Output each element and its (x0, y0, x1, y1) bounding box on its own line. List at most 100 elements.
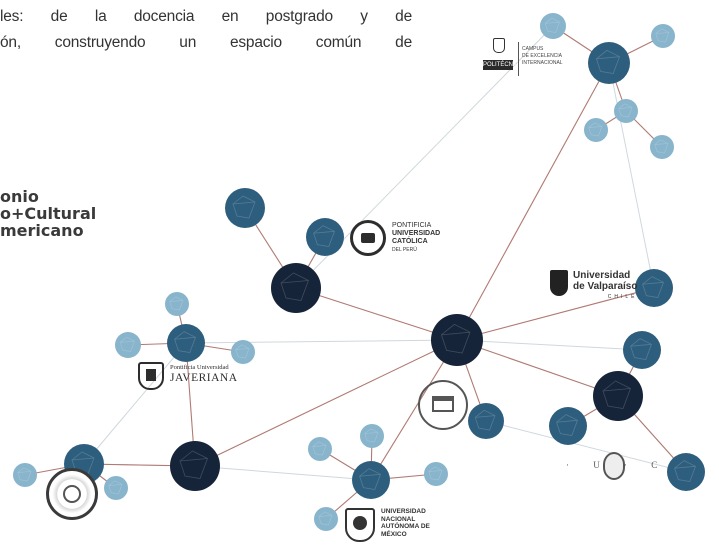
network-node-mid (225, 188, 265, 228)
network-node-light (650, 135, 674, 159)
unam-line-3: AUTÓNOMA DE (381, 523, 430, 530)
node-texture (108, 480, 123, 495)
network-node-mid (623, 331, 661, 369)
network-title-line-1: onio (0, 187, 39, 206)
node-circle (170, 441, 220, 491)
node-circle (593, 371, 643, 421)
javeriana-line-2: JAVERIANA (170, 372, 238, 384)
network-node-light (308, 437, 332, 461)
node-texture (440, 323, 471, 354)
node-circle (225, 188, 265, 228)
node-circle (468, 403, 504, 439)
node-texture (359, 468, 382, 490)
unam-wordmark: UNIVERSIDAD NACIONAL AUTÓNOMA DE MÉXICO (381, 508, 430, 538)
network-node-light (314, 507, 338, 531)
unam-logo: UNIVERSIDAD NACIONAL AUTÓNOMA DE MÉXICO (343, 504, 453, 550)
pucp-seal-icon (350, 220, 386, 256)
node-circle (431, 314, 483, 366)
network-node-light (115, 332, 141, 358)
unam-line-1: UNIVERSIDAD (381, 508, 426, 515)
pucp-logo: PONTIFICIA UNIVERSIDAD CATÓLICA DEL PERÚ (348, 216, 458, 260)
politecnica-crest-icon (493, 38, 505, 53)
network-node-light (231, 340, 255, 364)
valparaiso-crest-icon (550, 270, 568, 296)
network-node-mid (549, 407, 587, 445)
node-circle (13, 463, 37, 487)
node-circle (588, 42, 630, 84)
politecnica-name-badge: POLITÉCNICA (483, 60, 523, 70)
network-title-line-2: o+Cultural (0, 204, 97, 223)
javeriana-wordmark: Pontificia Universidad JAVERIANA (170, 364, 238, 384)
uc-logo: · U · C · (566, 452, 685, 482)
node-texture (595, 49, 621, 74)
unam-line-4: MÉXICO (381, 530, 407, 538)
node-circle (614, 99, 638, 123)
node-texture (313, 225, 336, 247)
node-texture (630, 338, 653, 360)
network-title-line-3: mericano (0, 221, 84, 240)
network-node-mid (588, 42, 630, 84)
edge-link (194, 339, 458, 467)
uc-letters: · U · C · (566, 460, 696, 470)
network-node-dark (593, 371, 643, 421)
edge-link (456, 339, 619, 397)
valparaiso-logo: Universidad de Valparaíso CHILE (548, 268, 658, 302)
intro-line-2: ón, construyendo un espacio común de (0, 34, 412, 51)
network-node-light (614, 99, 638, 123)
node-texture (602, 380, 632, 409)
uc-crest-icon (603, 452, 625, 480)
node-texture (179, 450, 209, 479)
node-circle (306, 218, 344, 256)
valparaiso-line-3: CHILE (607, 294, 638, 300)
pucp-line-1: PONTIFICIA (392, 222, 432, 229)
javeriana-logo: Pontificia Universidad JAVERIANA (136, 360, 246, 396)
node-texture (474, 409, 496, 431)
bottom-left-seal-logo (46, 468, 98, 520)
network-node-dark (431, 314, 483, 366)
node-circle (424, 462, 448, 486)
node-texture (544, 17, 561, 33)
node-texture (312, 441, 327, 456)
politecnica-tagline-1: CAMPUS (522, 46, 544, 52)
network-nodes (13, 13, 705, 531)
node-texture (588, 122, 603, 137)
seal-emblem-icon (63, 485, 81, 503)
network-node-mid (306, 218, 344, 256)
network-node-light (165, 292, 189, 316)
node-texture (169, 296, 184, 311)
node-texture (556, 414, 579, 436)
network-node-light (540, 13, 566, 39)
building-icon (432, 396, 454, 412)
valparaiso-line-2: de Valparaíso (573, 281, 638, 292)
pucp-line-3: CATÓLICA (392, 238, 428, 245)
node-circle (651, 24, 675, 48)
network-node-light (13, 463, 37, 487)
politecnica-name: POLITÉCNICA (483, 62, 524, 68)
node-circle (104, 476, 128, 500)
node-circle (549, 407, 587, 445)
intro-line-1: les: de la docencia en postgrado y de (0, 8, 412, 25)
network-node-mid (635, 269, 673, 307)
politecnica-tagline-3: INTERNACIONAL (522, 60, 563, 66)
edge-link (456, 287, 655, 341)
node-circle (167, 324, 205, 362)
network-node-light (424, 462, 448, 486)
network-node-light (360, 424, 384, 448)
node-texture (618, 103, 633, 118)
node-circle (584, 118, 608, 142)
edge-link (295, 287, 458, 341)
network-title: onio o+Cultural mericano (0, 188, 96, 239)
node-circle (667, 453, 705, 491)
pucp-line-2: UNIVERSIDAD (392, 230, 441, 237)
edge-link-light (608, 62, 655, 289)
politecnica-tagline-2: DE EXCELENCIA (522, 53, 563, 59)
network-node-light (651, 24, 675, 48)
node-circle (540, 13, 566, 39)
unam-crest-icon (345, 508, 375, 542)
network-node-dark (170, 441, 220, 491)
node-texture (174, 331, 197, 353)
node-texture (428, 466, 443, 481)
node-circle (623, 331, 661, 369)
network-node-dark (271, 263, 321, 313)
